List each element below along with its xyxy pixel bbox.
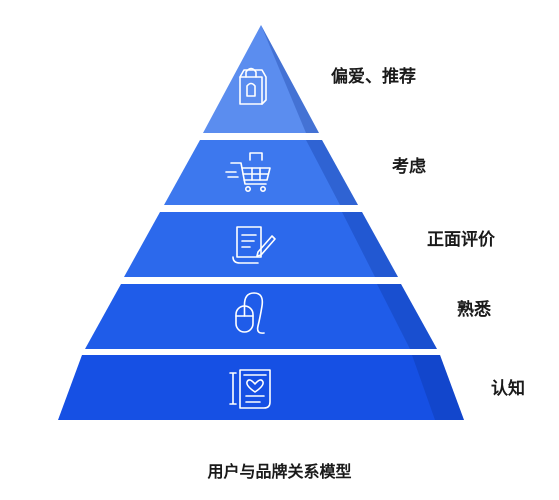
level-2-label: 考虑 [392,157,426,177]
level-1-shadow [261,25,319,133]
level-2-band [164,140,358,205]
level-1-label: 偏爱、推荐 [331,67,416,87]
level-5-shadow [412,355,464,420]
level-4-label: 熟悉 [457,300,491,320]
level-4-shadow [377,284,437,349]
shopping-bag-icon [239,67,267,105]
review-document-icon [232,226,276,264]
computer-mouse-icon [235,292,265,334]
level-2-fill [164,140,358,205]
level-3-shadow [342,212,398,277]
level-4-band [85,284,437,349]
level-5-label: 认知 [491,379,525,399]
level-1-fill [203,25,319,133]
level-4-fill [85,284,437,349]
level-1-band [203,25,319,133]
diagram-caption: 用户与品牌关系模型 [207,462,352,481]
shopping-cart-icon [225,152,271,193]
level-3-label: 正面评价 [427,230,495,250]
level-2-shadow [306,140,358,205]
heart-checklist-icon [229,369,271,409]
